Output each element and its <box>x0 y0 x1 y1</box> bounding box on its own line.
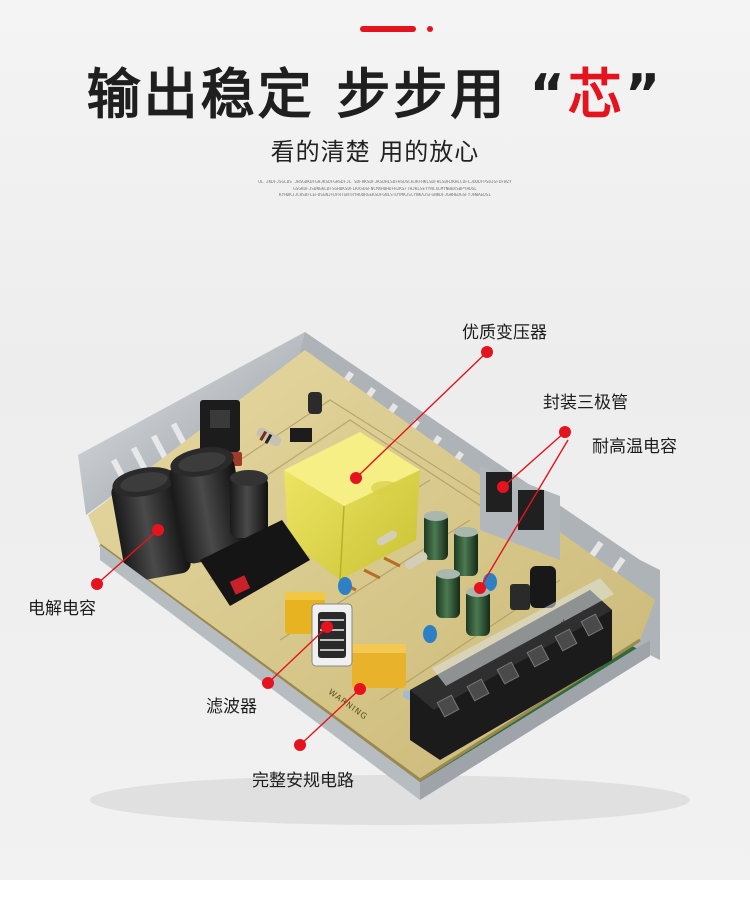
dot-filter-inner <box>321 621 333 633</box>
label-transformer: 优质变压器 <box>462 323 547 343</box>
fine-print-line-2: GSGKDFJSDNGKLDFSGHDKSDFLKASDGFNCMXHDHDFH… <box>293 186 477 192</box>
label-hightemp-cap: 耐高温电容 <box>592 437 677 457</box>
fine-print-line-1: OL JKDFJSGLDS JHSGDKDFGHJKSDFGHSDFJL SDF… <box>258 180 512 185</box>
green-capacitors <box>424 511 490 636</box>
dot-transistor-inner <box>497 481 509 493</box>
dot-safety-inner <box>354 683 366 695</box>
pcb-polarity-plus: + <box>560 618 568 628</box>
footer-band <box>0 880 750 922</box>
line-electrolytic-cap <box>96 529 159 585</box>
line-safety-circuit <box>299 688 361 746</box>
page-subtitle: 看的清楚 用的放心 <box>270 138 480 166</box>
line-hightemp-cap <box>479 439 569 589</box>
unit-shadow <box>90 775 690 825</box>
dot-electrolytic-outer <box>91 578 103 590</box>
input-connector <box>200 520 310 606</box>
fine-print-line-3: KYHDKJJCHSDFLEFDSGNJFDFHTGNTRYHUDRGEKSDF… <box>278 193 492 198</box>
dot-hightemp-inner <box>474 582 486 594</box>
large-electrolytic-capacitors <box>111 447 268 582</box>
pcb-polarity-minus: - <box>582 606 586 616</box>
accent-bar <box>360 26 416 32</box>
dot-transformer-inner <box>350 472 362 484</box>
title-main: 输出稳定 步步用 <box>86 63 508 126</box>
dot-safety-outer <box>294 739 306 751</box>
shell-front-edge <box>100 545 420 800</box>
line-transformer <box>355 351 488 479</box>
title-quote-close: ” <box>624 63 664 126</box>
dot-filter-outer <box>262 677 274 689</box>
title-quote-open: “ <box>529 63 568 126</box>
label-electrolytic-cap: 电解电容 <box>28 599 96 619</box>
line-transistor <box>502 431 566 488</box>
label-safety-circuit: 完整安规电路 <box>252 771 354 791</box>
page-title: 输出稳定 步步用 “芯” <box>0 50 750 129</box>
line-filter <box>267 626 328 684</box>
shell-back-wall <box>78 332 310 515</box>
dot-transformer-outer <box>481 346 493 358</box>
dot-electrolytic-inner <box>152 524 164 536</box>
dot-transistor-outer <box>559 426 571 438</box>
accent-dot <box>427 26 433 32</box>
fine-print: OL JKDFJSGLDS JHSGDKDFGHJKSDFGHSDFJL SDF… <box>240 180 530 200</box>
label-filter: 滤波器 <box>206 697 257 717</box>
title-highlight: 芯 <box>567 63 625 126</box>
output-terminal-block <box>410 578 614 760</box>
label-transistor: 封装三极管 <box>543 393 628 413</box>
